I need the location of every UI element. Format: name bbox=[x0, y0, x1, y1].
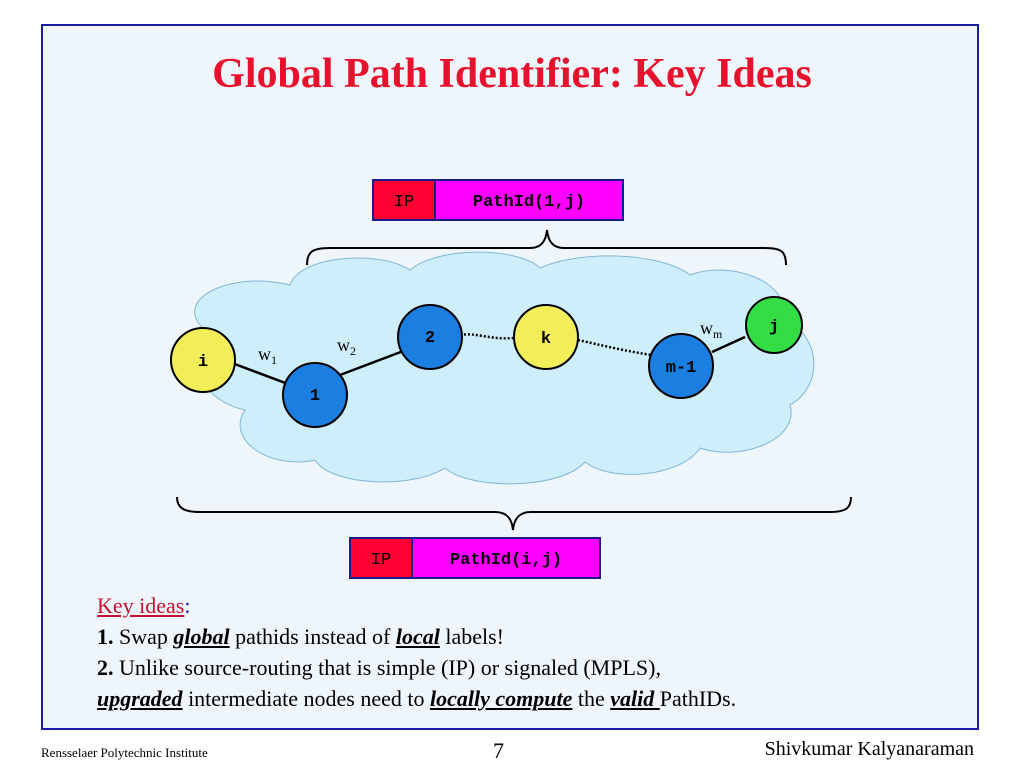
key-ideas: Key ideas: 1. Swap global pathids instea… bbox=[97, 590, 977, 714]
link-i-1 bbox=[231, 361, 289, 386]
footer-author: Shivkumar Kalyanaraman bbox=[764, 738, 974, 760]
node-2: 2 bbox=[397, 304, 463, 370]
svg-text:k: k bbox=[541, 330, 551, 349]
bottom-header-pathid: PathId(i,j) bbox=[450, 551, 562, 570]
node-i: i bbox=[170, 327, 236, 393]
svg-text:1: 1 bbox=[310, 387, 320, 406]
idea-2: 2. Unlike source-routing that is simple … bbox=[97, 655, 661, 680]
link-m1-j bbox=[711, 335, 746, 354]
network-cloud bbox=[194, 251, 815, 485]
node-1: 1 bbox=[282, 362, 348, 428]
bottom-header: IP PathId(i,j) bbox=[349, 537, 601, 579]
link-k-m1 bbox=[577, 338, 653, 357]
idea-2-cont: upgraded intermediate nodes need to loca… bbox=[97, 686, 737, 711]
top-header-pathid-cell bbox=[434, 179, 624, 221]
top-header: IP PathId(1,j) bbox=[372, 179, 624, 221]
top-header-ip: IP bbox=[394, 193, 414, 212]
svg-text:i: i bbox=[198, 353, 208, 372]
top-header-ip-cell bbox=[372, 179, 436, 221]
links bbox=[231, 333, 746, 386]
weight-wm: wm bbox=[700, 318, 723, 341]
footer-page-number: 7 bbox=[493, 738, 504, 763]
bottom-brace bbox=[176, 496, 852, 531]
node-k: k bbox=[513, 304, 579, 370]
svg-text:m-1: m-1 bbox=[666, 359, 697, 378]
bottom-header-ip: IP bbox=[371, 551, 391, 570]
bottom-header-ip-cell bbox=[349, 537, 413, 579]
link-1-2 bbox=[339, 348, 407, 377]
slide-title: Global Path Identifier: Key Ideas bbox=[212, 51, 812, 97]
svg-text:j: j bbox=[769, 318, 779, 337]
top-brace bbox=[306, 229, 787, 266]
weight-w1: w1 bbox=[258, 344, 277, 367]
node-m-1: m-1 bbox=[648, 333, 714, 399]
footer-institute: Rensselaer Polytechnic Institute bbox=[41, 745, 208, 760]
key-ideas-heading: Key ideas: bbox=[97, 593, 191, 618]
weight-w2: w2 bbox=[337, 335, 356, 358]
idea-1: 1. Swap global pathids instead of local … bbox=[97, 624, 504, 649]
bottom-header-pathid-cell bbox=[411, 537, 601, 579]
top-header-pathid: PathId(1,j) bbox=[473, 193, 585, 212]
node-j: j bbox=[745, 296, 803, 354]
svg-text:2: 2 bbox=[425, 329, 435, 348]
